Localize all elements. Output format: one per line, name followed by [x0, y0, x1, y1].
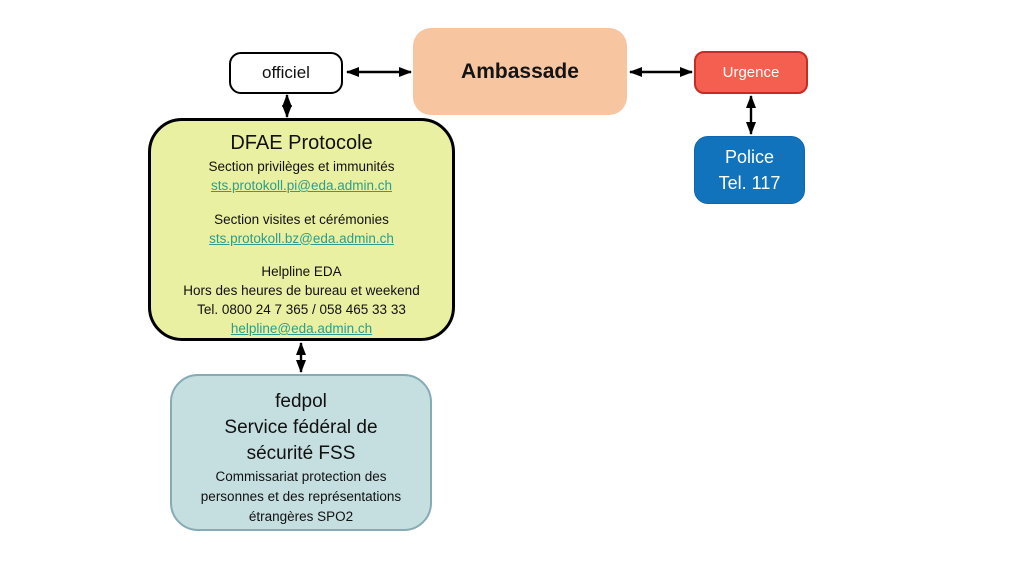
police-phone: Tel. 117 — [718, 173, 781, 193]
ambassade-box: Ambassade — [413, 28, 627, 115]
fedpol-service-line1: Service fédéral de — [224, 417, 378, 438]
police-label: Police — [724, 146, 775, 167]
dfae-section2-label: Section visites et cérémonies — [214, 211, 389, 227]
fedpol-name: fedpol — [275, 391, 327, 412]
fedpol-service-line2: sécurité FSS — [246, 443, 356, 464]
dfae-section2-email-link[interactable]: sts.protokoll.bz@eda.admin.ch — [209, 230, 394, 246]
officiel-box: officiel — [229, 52, 343, 94]
dfae-helpline-title: Helpline EDA — [261, 264, 342, 279]
officiel-label: officiel — [262, 63, 310, 82]
dfae-protocole-box: DFAE Protocole Section privilèges et imm… — [148, 118, 455, 341]
police-box: Police Tel. 117 — [694, 136, 805, 204]
fedpol-sub-line3: étrangères SPO2 — [248, 509, 354, 524]
dfae-helpline-hours: Hors des heures de bureau et weekend — [183, 283, 420, 298]
urgence-box: Urgence — [694, 51, 808, 94]
dfae-helpline-email-link[interactable]: helpline@eda.admin.ch — [230, 321, 373, 336]
ambassade-label: Ambassade — [461, 59, 579, 83]
dfae-section1-label: Section privilèges et immunités — [208, 159, 395, 174]
fedpol-sub-line2: personnes et des représentations — [200, 489, 402, 504]
dfae-section1-email-link[interactable]: sts.protokoll.pi@eda.admin.ch — [210, 178, 393, 193]
fedpol-sub-line1: Commissariat protection des — [215, 469, 387, 484]
dfae-helpline-phone: Tel. 0800 24 7 365 / 058 465 33 33 — [197, 302, 406, 317]
fedpol-box: fedpol Service fédéral de sécurité FSS C… — [170, 374, 432, 531]
dfae-title: DFAE Protocole — [230, 132, 373, 154]
urgence-label: Urgence — [722, 64, 780, 81]
